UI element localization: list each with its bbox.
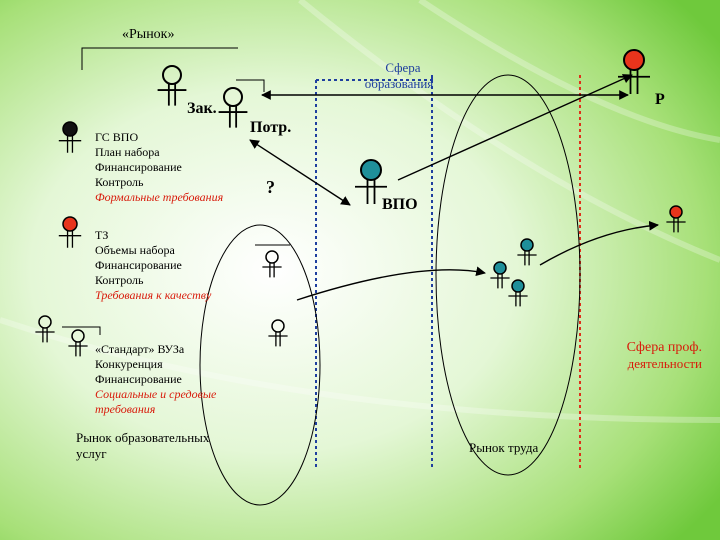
figure-vpo-icon	[355, 159, 387, 204]
header-bracket	[81, 47, 238, 70]
block-standard: «Стандарт» ВУЗа Конкуренция Финансирован…	[95, 342, 216, 417]
gs-red-line: Формальные требования	[95, 190, 224, 204]
sphere-education-line2: образования	[364, 76, 434, 91]
gs-line-2: Финансирование	[95, 160, 182, 174]
tz-red-line: Требования к качеству	[95, 288, 212, 302]
figure-worker-1-icon	[517, 238, 537, 266]
std-red-line-1: требования	[95, 402, 156, 416]
diagram-title: «Рынок»	[122, 27, 175, 42]
figure-worker-3-icon	[508, 279, 528, 307]
market-edu-line2: услуг	[76, 446, 107, 461]
label-r: Р	[655, 91, 665, 108]
label-potr: Потр.	[250, 119, 292, 136]
arrow-vpo-p	[397, 74, 633, 181]
sphere-prof-line2: деятельности	[627, 356, 702, 371]
market-labor-label: Рынок труда	[469, 440, 539, 455]
block-tz: ТЗ Объемы набора Финансирование Контроль…	[95, 228, 211, 303]
bracket-potr	[236, 79, 265, 92]
figure-p-icon	[618, 49, 650, 94]
market-labor-ellipse	[435, 74, 581, 476]
figure-zak-icon	[157, 65, 187, 106]
gs-line-0: ГС ВПО	[95, 130, 139, 144]
sphere-prof-line1: Сфера проф.	[626, 340, 702, 355]
std-line-1: Конкуренция	[95, 357, 163, 371]
figure-prof-icon	[666, 205, 686, 233]
figure-inner-2-icon	[268, 319, 288, 347]
label-question: ?	[266, 177, 275, 197]
market-edu-label: Рынок образовательных услуг	[76, 430, 209, 462]
gs-line-3: Контроль	[95, 175, 144, 189]
sphere-education-line1: Сфера	[385, 60, 421, 75]
label-vpo: ВПО	[382, 196, 418, 213]
figure-inner-1-icon	[262, 250, 282, 278]
figure-worker-2-icon	[490, 261, 510, 289]
label-zak: Зак.	[187, 100, 217, 117]
std-line-2: Финансирование	[95, 372, 182, 386]
arrow-market-labor	[296, 266, 486, 301]
sphere-education-label: Сфера образования	[358, 60, 448, 92]
tz-line-3: Контроль	[95, 273, 144, 287]
market-edu-ellipse	[199, 224, 321, 506]
tz-line-2: Финансирование	[95, 258, 182, 272]
gs-line-1: План набора	[95, 145, 160, 159]
std-red-line-0: Социальные и средовые	[95, 387, 217, 401]
bracket-std	[62, 326, 101, 335]
sphere-prof-label: Сфера проф. деятельности	[598, 340, 702, 372]
figure-standard-icon	[68, 329, 88, 357]
arrow-prof	[539, 220, 659, 266]
figure-gs-vpo-icon	[58, 121, 82, 153]
figure-tz-icon	[58, 216, 82, 248]
market-edu-line1: Рынок образовательных	[76, 430, 210, 445]
figure-potr-icon	[218, 87, 248, 128]
figure-standard-small-icon	[35, 315, 55, 343]
std-line-0: «Стандарт» ВУЗа	[95, 342, 185, 356]
block-gs-vpo: ГС ВПО План набора Финансирование Контро…	[95, 130, 223, 205]
tz-line-1: Объемы набора	[95, 243, 175, 257]
arrow-potr-vpo	[249, 139, 351, 206]
tz-line-0: ТЗ	[95, 228, 109, 242]
